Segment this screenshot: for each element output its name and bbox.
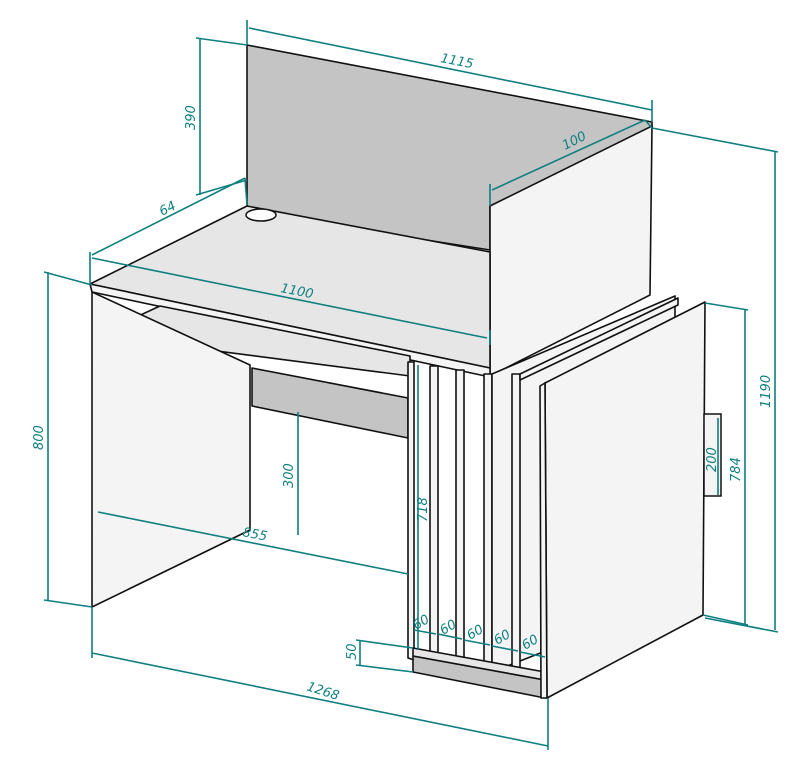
- dim-plinth-height: 50: [345, 643, 360, 660]
- dim-compartment-3: 60: [465, 622, 487, 643]
- dim-side-height: 784: [729, 457, 744, 482]
- dim-top-depth: 64: [157, 199, 179, 220]
- cable-hole: [245, 208, 277, 222]
- dim-compartment-5: 60: [520, 632, 542, 653]
- dim-compartment-4: 60: [492, 627, 514, 648]
- left-side-panel: [91, 291, 251, 608]
- side-handle: [703, 413, 722, 497]
- dim-top-width: 1100: [279, 281, 314, 302]
- dim-compartment-2: 60: [438, 617, 460, 638]
- dim-shelf-height: 718: [416, 497, 431, 522]
- dimension-lines: [43, 20, 779, 750]
- dim-handle-height: 200: [705, 447, 720, 472]
- dim-knee-width: 855: [241, 525, 268, 544]
- dim-back-width: 1115: [439, 51, 474, 72]
- dim-total-height: 1190: [759, 375, 774, 408]
- dim-compartment-1: 60: [411, 612, 433, 633]
- dim-modesty-clearance: 300: [282, 463, 297, 488]
- dim-desk-height: 800: [32, 425, 47, 450]
- dim-back-height: 390: [184, 105, 199, 130]
- modesty-panel: [251, 367, 409, 439]
- right-panel-edge: [539, 382, 548, 699]
